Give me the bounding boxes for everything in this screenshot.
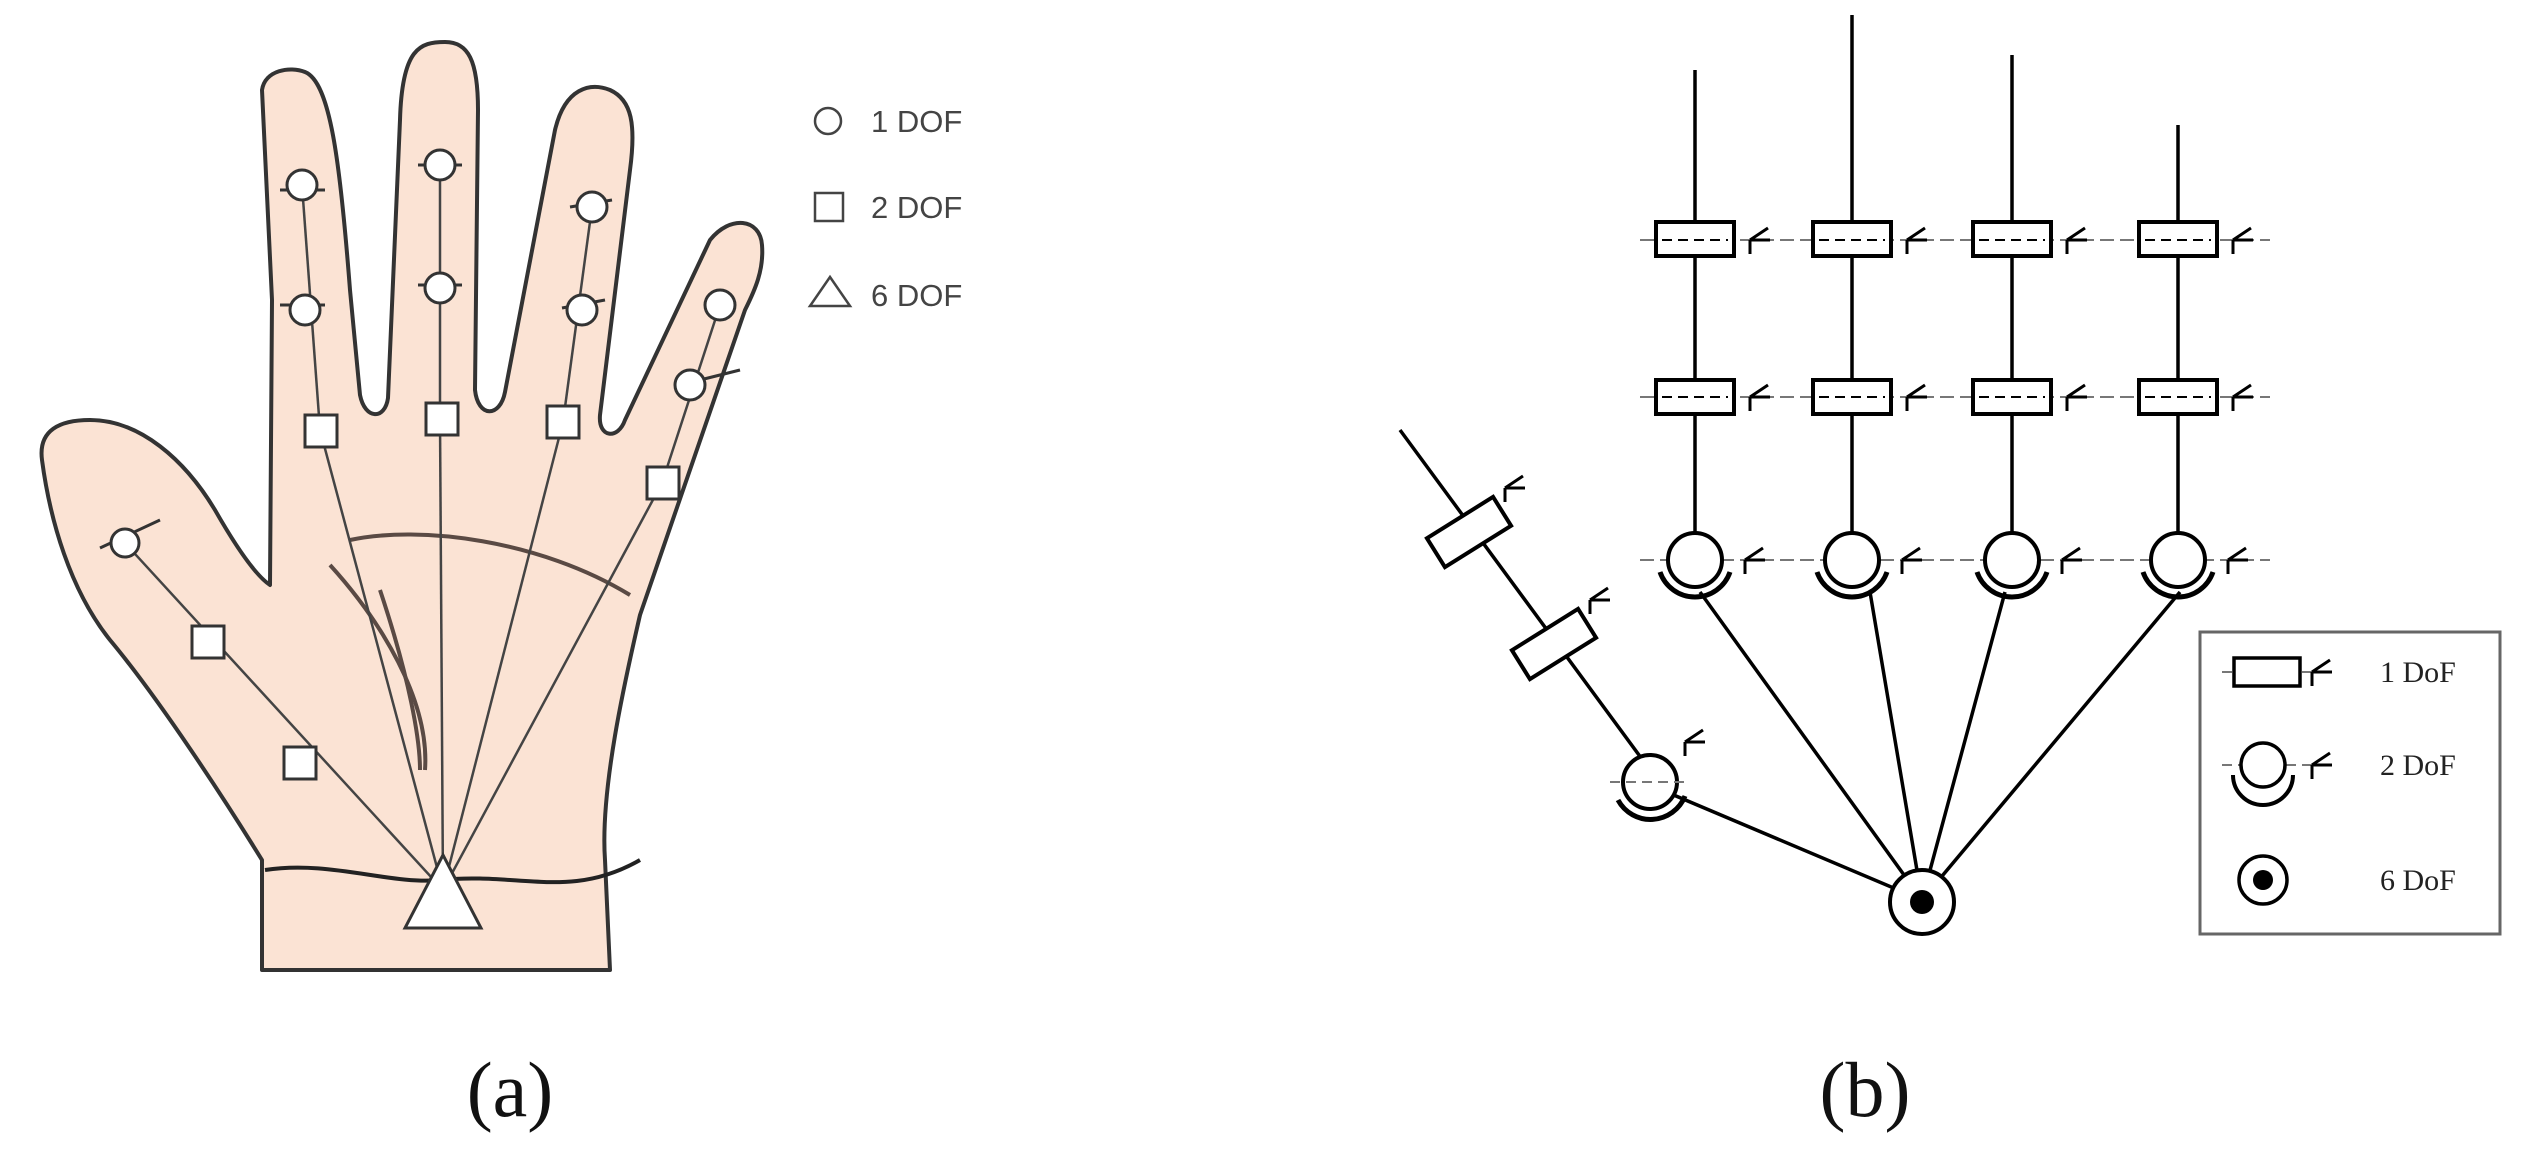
legend-a-label-2: 2 DOF bbox=[871, 190, 962, 225]
spherical-joint-f2-mcp bbox=[1823, 531, 1881, 589]
joint-1dof-index-pip bbox=[288, 293, 322, 327]
joint-6dof-wrist bbox=[402, 851, 484, 930]
legend-b-label-3: 6 DoF bbox=[2380, 864, 2456, 897]
legend-b-base-icon-inner bbox=[2253, 870, 2273, 890]
legend-b-spherical-icon bbox=[2239, 741, 2287, 789]
legend-b-label-1: 1 DoF bbox=[2380, 656, 2456, 689]
joint-1dof-thumb-ip bbox=[109, 527, 141, 559]
spherical-joint-f1-mcp bbox=[1666, 531, 1724, 589]
hand-svg: 1 DOF 2 DOF 6 DOF bbox=[39, 40, 962, 972]
spherical-joint-f4-mcp bbox=[2149, 531, 2207, 589]
joint-1dof-little-pip bbox=[673, 368, 707, 402]
caption-a: (a) bbox=[466, 1046, 554, 1133]
hand-outline bbox=[39, 40, 765, 972]
joint-1dof-ring-dip bbox=[575, 190, 609, 224]
panel-a-hand-diagram: 1 DOF 2 DOF 6 DOF (a) bbox=[0, 0, 1260, 1156]
joint-1dof-middle-dip bbox=[423, 148, 457, 182]
joint-2dof-ring-mcp bbox=[545, 404, 581, 440]
legend-b-label-2: 2 DoF bbox=[2380, 749, 2456, 782]
finger-links bbox=[1398, 15, 2180, 772]
spherical-joint-cups bbox=[1615, 571, 2216, 822]
joint-2dof-index-mcp bbox=[303, 413, 339, 449]
joint-1dof-middle-pip bbox=[423, 271, 457, 305]
base-links bbox=[1649, 590, 2182, 902]
legend-b-revolute-icon bbox=[2232, 656, 2302, 688]
legend-b: 1 DoF 2 DoF 6 DoF bbox=[2198, 630, 2502, 936]
legend-a-square-icon bbox=[813, 191, 845, 223]
legend-a-label-1: 1 DOF bbox=[871, 104, 962, 139]
revolute-joint-thumb-mcp bbox=[1509, 606, 1599, 682]
revolute-joint-thumb-ip bbox=[1424, 494, 1514, 570]
base-joint-inner bbox=[1910, 890, 1934, 914]
caption-b: (b) bbox=[1819, 1046, 1911, 1133]
legend-a-triangle-icon bbox=[807, 274, 853, 308]
revolute-joint-dashes bbox=[1662, 239, 2211, 398]
joint-2dof-middle-mcp bbox=[424, 401, 460, 437]
legend-a-label-3: 6 DOF bbox=[871, 278, 962, 313]
panel-b-kinematic-diagram: 1 DoF 2 DoF 6 DoF (b) bbox=[1260, 0, 2525, 1156]
palm-crease-lower bbox=[328, 563, 428, 771]
spherical-joint-f3-mcp bbox=[1983, 531, 2041, 589]
joint-2dof-little-mcp bbox=[645, 465, 681, 501]
legend-a: 1 DOF 2 DOF 6 DOF bbox=[807, 104, 962, 313]
axis-glyphs bbox=[1503, 226, 2255, 758]
joint-2dof-thumb-cmc bbox=[282, 745, 318, 781]
palm-crease-thenar bbox=[378, 589, 422, 771]
legend-a-circle-icon bbox=[813, 106, 843, 136]
joint-1dof-ring-pip bbox=[565, 293, 599, 327]
joint-1dof-little-dip bbox=[703, 288, 737, 322]
palm-crease-upper bbox=[349, 532, 632, 597]
joint-1dof-index-dip bbox=[285, 168, 319, 202]
kinematic-svg: 1 DoF 2 DoF 6 DoF bbox=[1398, 15, 2502, 936]
joint-2dof-thumb-mcp bbox=[190, 624, 226, 660]
